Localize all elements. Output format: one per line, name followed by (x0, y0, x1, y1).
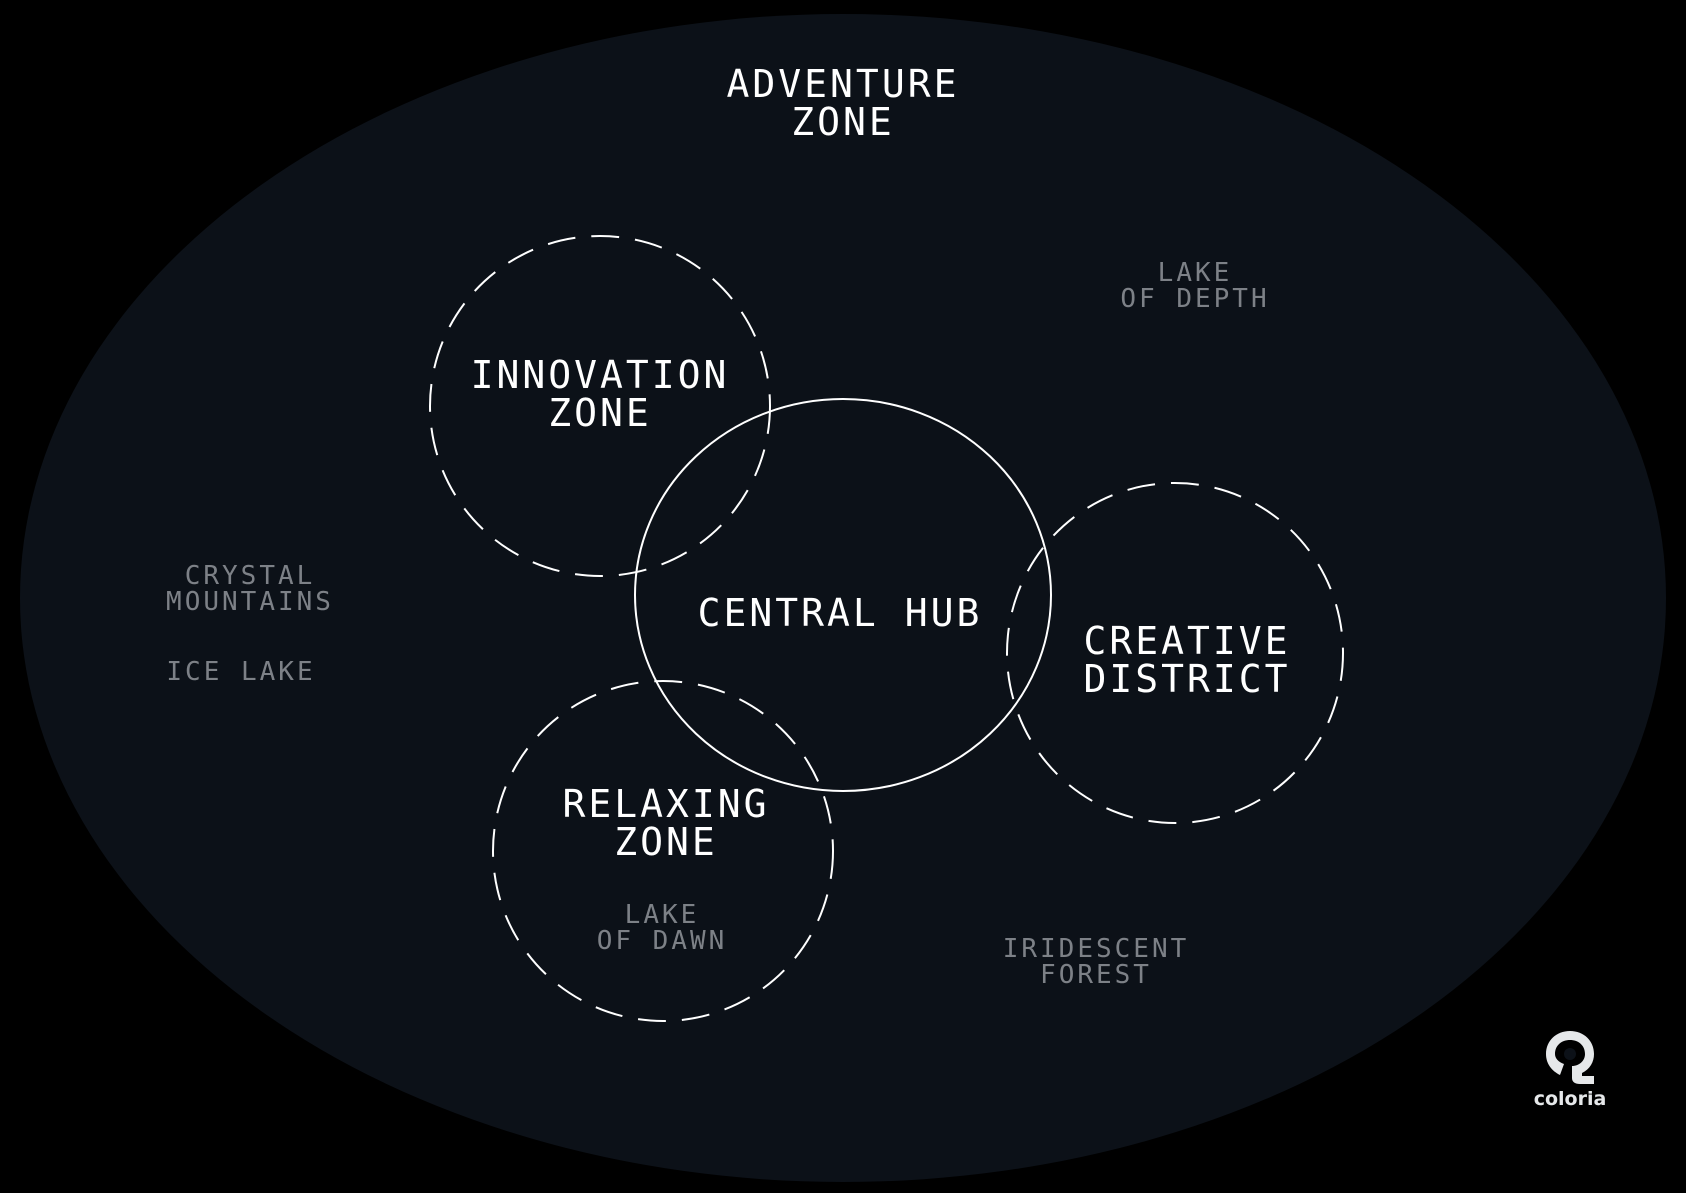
iridescent-forest-line2: FOREST (1040, 960, 1152, 990)
adventure-zone-area (20, 14, 1666, 1182)
creative-district-circle[interactable] (1006, 482, 1344, 824)
innovation-zone-label[interactable]: INNOVATION ZONE (471, 356, 730, 432)
adventure-zone-label[interactable]: ADVENTURE ZONE (727, 65, 960, 141)
adventure-zone-line1: ADVENTURE (726, 62, 960, 106)
ice-lake-label: ICE LAKE (166, 659, 315, 685)
lake-of-depth-label: LAKE OF DEPTH (1120, 260, 1269, 312)
lake-of-depth-line2: OF DEPTH (1120, 284, 1270, 314)
innovation-zone-circle[interactable] (429, 235, 771, 577)
lake-of-depth-line1: LAKE (1157, 258, 1233, 288)
lake-of-dawn-line2: OF DAWN (596, 926, 728, 956)
relaxing-zone-circle[interactable] (492, 680, 834, 1022)
central-hub-circle[interactable] (634, 398, 1052, 792)
iridescent-forest-label: IRIDESCENT FOREST (1003, 936, 1190, 988)
adventure-zone-line2: ZONE (791, 100, 895, 144)
iridescent-forest-line1: IRIDESCENT (1002, 934, 1190, 964)
crystal-mountains-label: CRYSTAL MOUNTAINS (166, 563, 334, 615)
coloria-logo: coloria (1520, 1028, 1620, 1118)
creative-district-line1: CREATIVE (1083, 619, 1291, 663)
crystal-mountains-line2: MOUNTAINS (166, 587, 334, 617)
relaxing-zone-line2: ZONE (614, 820, 718, 864)
crystal-mountains-line1: CRYSTAL (184, 561, 316, 591)
central-hub-label[interactable]: CENTRAL HUB (698, 594, 983, 632)
relaxing-zone-line1: RELAXING (562, 782, 770, 826)
innovation-zone-line2: ZONE (548, 391, 652, 435)
lake-of-dawn-line1: LAKE (624, 900, 700, 930)
relaxing-zone-label[interactable]: RELAXING ZONE (562, 785, 769, 861)
central-hub-line1: CENTRAL HUB (697, 591, 983, 635)
coloria-pin-icon (1546, 1031, 1594, 1084)
coloria-wordmark: coloria (1533, 1088, 1607, 1110)
ice-lake-line1: ICE LAKE (166, 657, 316, 687)
creative-district-line2: DISTRICT (1083, 657, 1291, 701)
creative-district-label[interactable]: CREATIVE DISTRICT (1083, 622, 1290, 698)
lake-of-dawn-label: LAKE OF DAWN (597, 902, 728, 954)
innovation-zone-line1: INNOVATION (470, 353, 730, 397)
